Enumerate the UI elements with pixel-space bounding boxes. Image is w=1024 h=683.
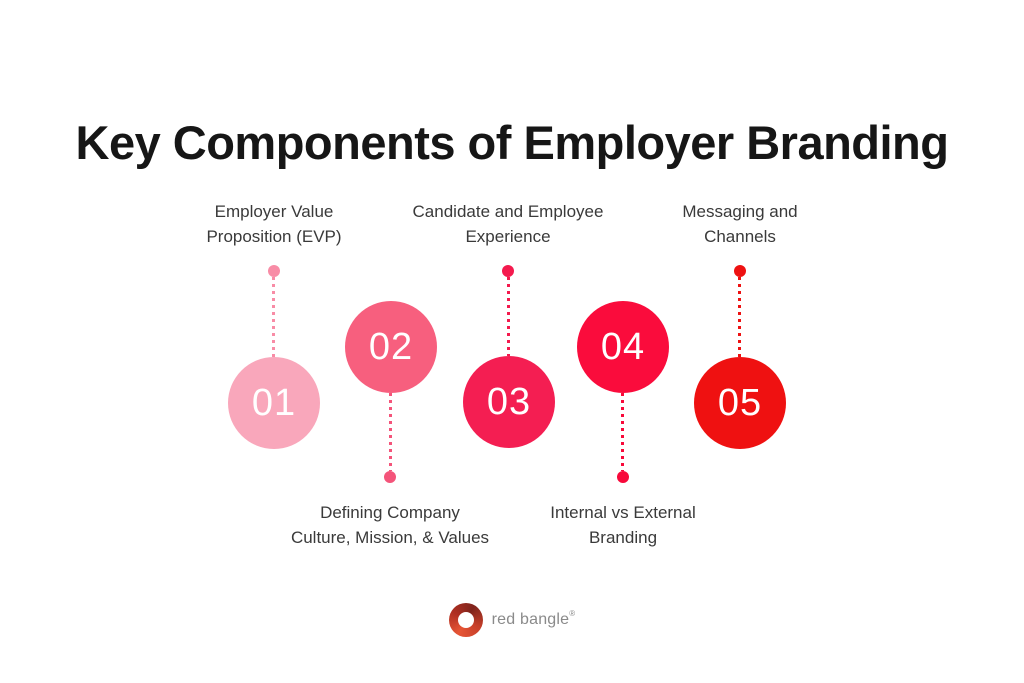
ring-hole bbox=[457, 612, 474, 628]
step-circle: 04 bbox=[577, 301, 669, 393]
connector-dotted-line bbox=[621, 393, 624, 471]
connector-dot bbox=[734, 265, 746, 277]
item-label: Employer Value Proposition (EVP) bbox=[206, 202, 342, 246]
brand-logo: red bangle® bbox=[0, 603, 1024, 637]
red-bangle-ring-icon bbox=[448, 603, 483, 637]
connector-dotted-line bbox=[738, 277, 741, 357]
item-label: Messaging and Channels bbox=[682, 202, 798, 246]
step-number: 03 bbox=[486, 380, 532, 423]
step-number: 01 bbox=[251, 381, 297, 424]
step-circle: 02 bbox=[345, 301, 437, 393]
connector-dot bbox=[502, 265, 514, 277]
connector-dotted-line bbox=[389, 393, 392, 471]
connector-dotted-line bbox=[507, 277, 510, 356]
connector-dotted-line bbox=[272, 277, 275, 357]
step-circle: 05 bbox=[694, 357, 786, 449]
registered-trademark-symbol: ® bbox=[569, 609, 576, 618]
item-label: Candidate and Employee Experience bbox=[412, 202, 604, 246]
step-circle: 01 bbox=[228, 357, 320, 449]
brand-name-text: red bangle bbox=[491, 611, 570, 628]
connector-dot bbox=[268, 265, 280, 277]
item-label: Defining Company Culture, Mission, & Val… bbox=[290, 503, 490, 547]
step-number: 04 bbox=[600, 325, 646, 368]
page-title: Key Components of Employer Branding bbox=[75, 116, 949, 170]
step-circle: 03 bbox=[463, 356, 555, 448]
step-number: 02 bbox=[368, 325, 414, 368]
item-label: Internal vs External Branding bbox=[550, 503, 696, 547]
connector-dot bbox=[617, 471, 629, 483]
step-number: 05 bbox=[717, 381, 763, 424]
connector-dot bbox=[384, 471, 396, 483]
brand-name: red bangle® bbox=[491, 609, 576, 629]
